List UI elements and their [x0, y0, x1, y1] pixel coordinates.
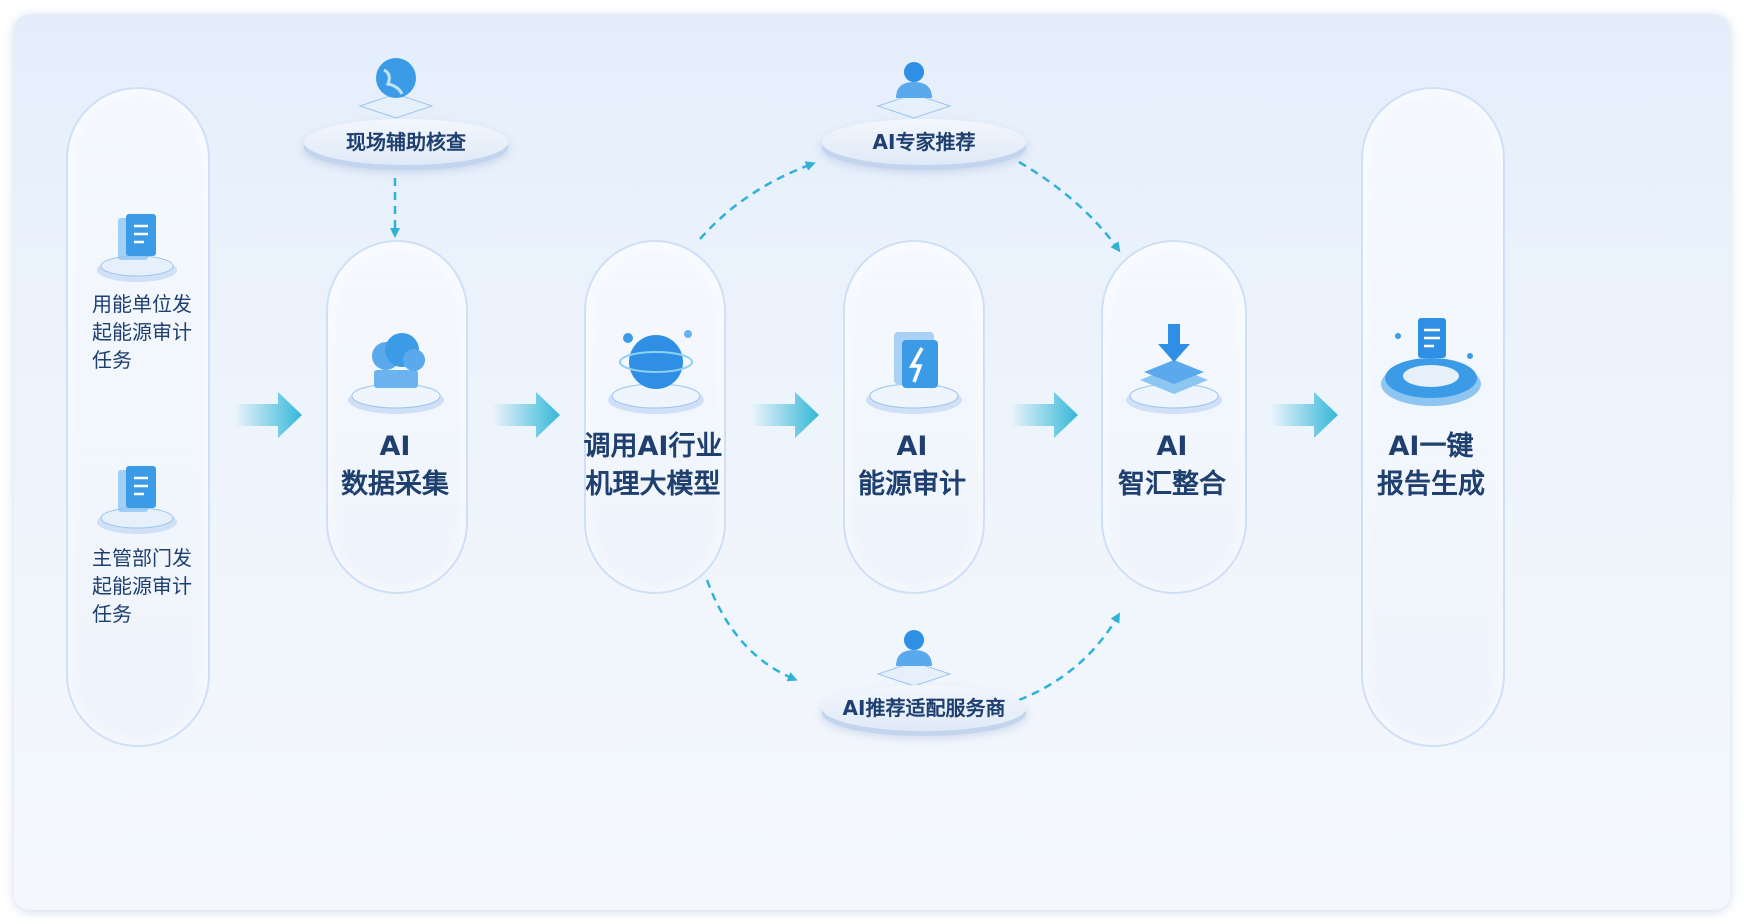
document-stack-icon	[97, 466, 177, 534]
tag-expert: AI专家推荐	[822, 119, 1026, 165]
step-pill-model	[584, 240, 726, 594]
source-text-department: 主管部门发 起能源审计 任务	[92, 546, 192, 626]
flow-arrow-icon	[234, 392, 302, 438]
flow-arrow-icon	[1270, 392, 1338, 438]
tag-site-check: 现场辅助核查	[304, 119, 508, 165]
globe-badge-icon	[358, 58, 434, 119]
energy-panel-icon	[866, 332, 962, 414]
step-title-model: 调用AI行业机理大模型	[583, 431, 723, 500]
provider-avatar-icon	[876, 630, 952, 687]
connector-model-to-expert	[699, 161, 816, 240]
step-title-report: AI一键报告生成	[1377, 431, 1485, 500]
source-text-unit: 用能单位发 起能源审计 任务	[92, 292, 192, 372]
flow-arrow-icon	[1010, 392, 1078, 438]
dashed-connectors	[390, 160, 1121, 702]
flow-arrow-icon	[492, 392, 560, 438]
globe-sphere-icon	[608, 330, 704, 414]
report-column	[1361, 87, 1505, 747]
step-pill-audit	[843, 240, 985, 594]
connector-model-to-provider	[705, 579, 798, 682]
tag-provider: AI推荐适配服务商	[822, 685, 1026, 731]
diagram-canvas: 用能单位发 起能源审计 任务 主管部门发 起能源审计 任务	[14, 14, 1730, 910]
download-layers-icon	[1126, 324, 1222, 414]
source-column	[66, 87, 210, 747]
step-pill-collect	[326, 240, 468, 594]
flow-arrow-icon	[751, 392, 819, 438]
document-stack-icon	[97, 214, 177, 282]
connector-expert-to-merge	[1018, 160, 1121, 253]
expert-avatar-icon	[876, 62, 952, 119]
cloud-server-icon	[348, 333, 444, 414]
step-pill-merge	[1101, 240, 1247, 594]
report-ring-icon	[1381, 318, 1481, 406]
connector-provider-to-merge	[1018, 612, 1121, 702]
